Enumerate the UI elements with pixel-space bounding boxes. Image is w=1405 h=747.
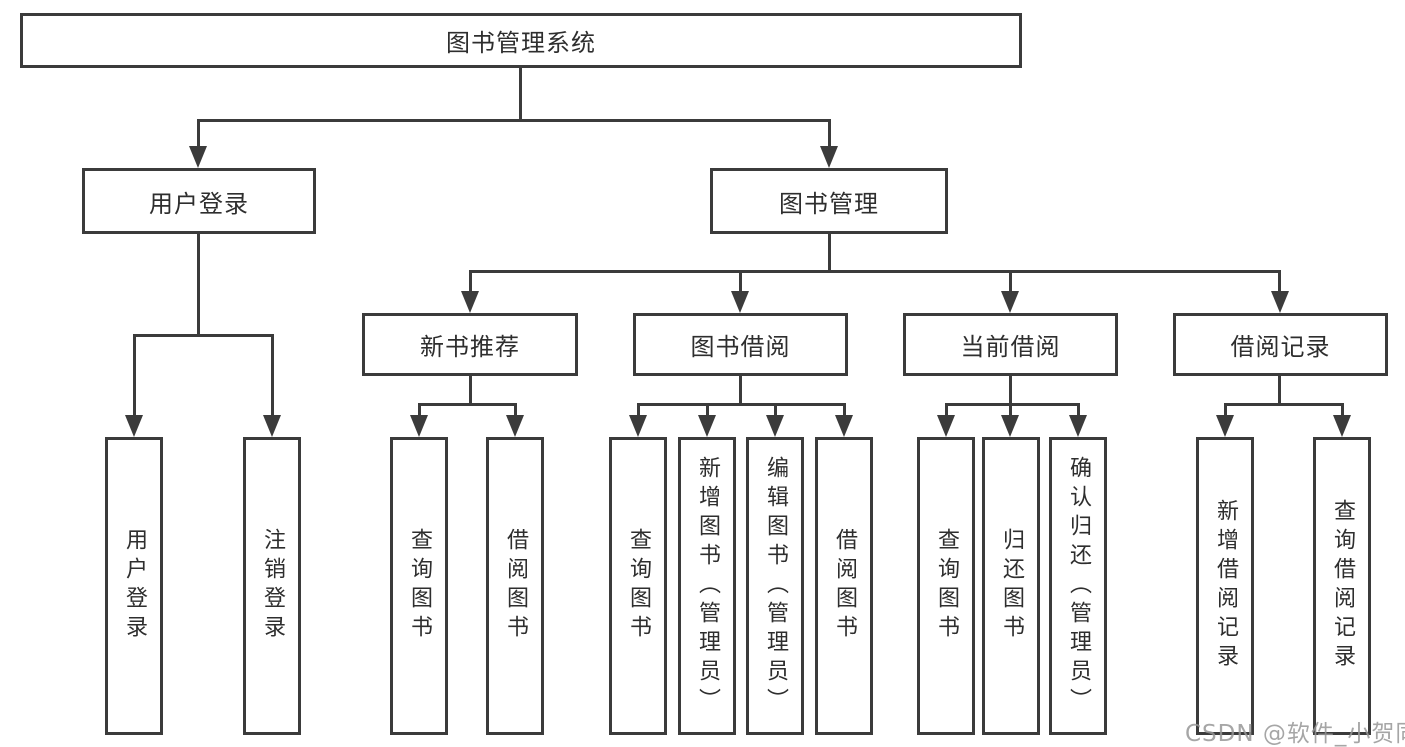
arrowhead-icon	[820, 146, 838, 168]
leaf-records-query-record: 查询借阅记录	[1313, 437, 1371, 735]
leaf-borrow-edit-books-admin-label: 编辑图书（管理员）	[763, 455, 788, 717]
node-new-book-recommend-label: 新书推荐	[420, 333, 520, 361]
leaf-borrow-edit-books-admin: 编辑图书（管理员）	[746, 437, 804, 735]
connector-line	[1223, 403, 1227, 419]
arrowhead-icon	[1216, 415, 1234, 437]
connector-line	[1008, 375, 1012, 406]
arrowhead-icon	[1069, 415, 1087, 437]
node-user-login-label: 用户登录	[149, 189, 249, 218]
arrowhead-icon	[263, 415, 281, 437]
connector-line	[705, 403, 709, 419]
connector-line	[1223, 403, 1344, 406]
connector-line	[132, 334, 274, 337]
leaf-current-return-books-label: 归还图书	[999, 528, 1024, 644]
leaf-borrow-borrow-books-label: 借阅图书	[832, 528, 857, 644]
csdn-watermark: CSDN @软件_小贺同学	[1185, 721, 1405, 747]
node-book-borrow-label: 图书借阅	[690, 333, 791, 361]
connector-line	[417, 403, 517, 406]
arrowhead-icon	[937, 415, 955, 437]
leaf-borrow-query-books-label: 查询图书	[626, 528, 651, 644]
leaf-borrow-query-books: 查询图书	[609, 437, 667, 735]
leaf-newbook-query-books-label: 查询图书	[407, 528, 432, 644]
node-book-management-label: 图书管理	[779, 189, 879, 218]
connector-line	[468, 270, 472, 295]
leaf-records-add-record: 新增借阅记录	[1196, 437, 1254, 735]
connector-line	[636, 403, 846, 406]
connector-line	[827, 119, 831, 150]
leaf-records-add-record-label: 新增借阅记录	[1213, 499, 1238, 673]
leaf-current-confirm-return-admin: 确认归还（管理员）	[1049, 437, 1107, 735]
connector-line	[636, 403, 640, 419]
arrowhead-icon	[1001, 291, 1019, 313]
node-book-borrow: 图书借阅	[633, 313, 848, 376]
connector-line	[773, 403, 777, 419]
leaf-current-query-books: 查询图书	[917, 437, 975, 735]
connector-line	[842, 403, 846, 419]
connector-line	[417, 403, 421, 419]
connector-line	[827, 233, 831, 273]
connector-line	[1277, 375, 1281, 406]
connector-line	[519, 67, 522, 122]
arrowhead-icon	[731, 291, 749, 313]
connector-line	[1008, 270, 1012, 295]
connector-line	[944, 403, 1080, 406]
arrowhead-icon	[410, 415, 428, 437]
arrowhead-icon	[1271, 291, 1289, 313]
arrowhead-icon	[506, 415, 524, 437]
connector-line	[738, 270, 742, 295]
connector-line	[132, 334, 136, 419]
arrowhead-icon	[125, 415, 143, 437]
arrowhead-icon	[766, 415, 784, 437]
arrowhead-icon	[629, 415, 647, 437]
node-borrow-records: 借阅记录	[1173, 313, 1388, 376]
connector-line	[196, 119, 831, 122]
arrowhead-icon	[1333, 415, 1351, 437]
leaf-current-query-books-label: 查询图书	[934, 528, 959, 644]
node-current-borrow: 当前借阅	[903, 313, 1118, 376]
leaf-newbook-query-books: 查询图书	[390, 437, 448, 735]
leaf-current-confirm-return-admin-label: 确认归还（管理员）	[1066, 455, 1091, 717]
leaf-user-login-label: 用户登录	[122, 528, 147, 644]
node-root-system: 图书管理系统	[20, 13, 1022, 68]
connector-line	[1277, 270, 1281, 295]
leaf-current-return-books: 归还图书	[982, 437, 1040, 735]
leaf-logout-login: 注销登录	[243, 437, 301, 735]
connector-line	[1008, 403, 1012, 419]
node-borrow-records-label: 借阅记录	[1230, 333, 1331, 361]
arrowhead-icon	[835, 415, 853, 437]
connector-line	[196, 119, 200, 150]
leaf-logout-login-label: 注销登录	[260, 528, 285, 644]
leaf-records-query-record-label: 查询借阅记录	[1330, 499, 1355, 673]
node-user-login: 用户登录	[82, 168, 316, 234]
arrowhead-icon	[1001, 415, 1019, 437]
node-current-borrow-label: 当前借阅	[960, 333, 1061, 361]
connector-line	[468, 270, 1280, 273]
connector-line	[944, 403, 948, 419]
node-root-system-label: 图书管理系统	[446, 29, 596, 57]
leaf-borrow-add-books-admin-label: 新增图书（管理员）	[695, 455, 720, 717]
connector-line	[1076, 403, 1080, 419]
connector-line	[738, 375, 742, 406]
node-new-book-recommend: 新书推荐	[362, 313, 578, 376]
connector-line	[270, 334, 274, 419]
leaf-user-login: 用户登录	[105, 437, 163, 735]
node-book-management: 图书管理	[710, 168, 948, 234]
leaf-borrow-borrow-books: 借阅图书	[815, 437, 873, 735]
connector-line	[196, 233, 200, 337]
arrowhead-icon	[698, 415, 716, 437]
arrowhead-icon	[189, 146, 207, 168]
connector-line	[1340, 403, 1344, 419]
arrowhead-icon	[461, 291, 479, 313]
connector-line	[513, 403, 517, 419]
leaf-newbook-borrow-books-label: 借阅图书	[503, 528, 528, 644]
connector-line	[468, 375, 472, 406]
leaf-borrow-add-books-admin: 新增图书（管理员）	[678, 437, 736, 735]
leaf-newbook-borrow-books: 借阅图书	[486, 437, 544, 735]
